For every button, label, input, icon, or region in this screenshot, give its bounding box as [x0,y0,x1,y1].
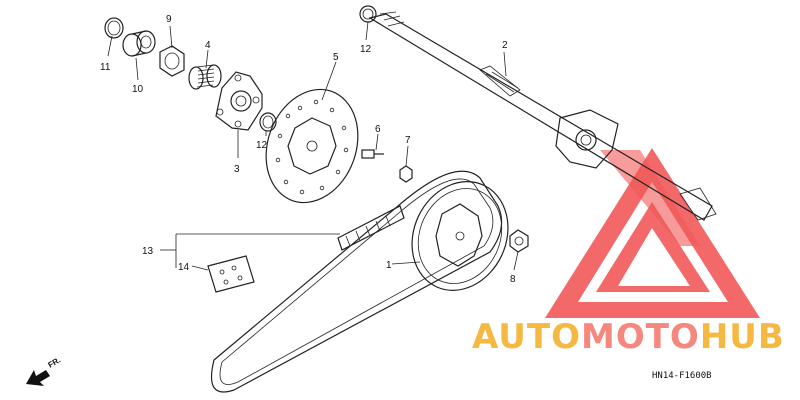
callout-14: 14 [178,262,190,273]
part-12-o-ring-top [359,5,377,23]
callout-8: 8 [510,274,516,285]
leader-lines [107,21,519,271]
callout-12-top: 12 [360,44,372,55]
callout-2: 2 [502,40,508,51]
part-14-chain-joint [207,255,255,293]
callout-5: 5 [333,52,339,63]
part-11-seal-ring [104,17,124,39]
part-6-bolt [361,149,384,159]
callout-13: 13 [142,246,154,257]
part-2-axle [368,11,717,221]
callout-7: 7 [405,135,411,146]
part-8-flange-nut [509,229,529,253]
callout-9: 9 [166,14,172,25]
watermark-hub: HUB [700,317,785,357]
front-marker: FR. [47,355,63,369]
watermark-brand: AUTOMOTOHUB [472,317,785,357]
callout-1: 1 [386,260,392,271]
callout-4: 4 [205,40,211,51]
callout-11: 11 [100,62,111,73]
callout-12-left: 12 [256,140,268,151]
part-13-drive-chain [210,170,503,393]
part-7-nut [399,165,413,183]
part-4-bearing [188,64,222,90]
part-5-brake-disc [265,88,359,204]
watermark-moto: MOTO [581,317,700,357]
watermark-logo [545,148,760,318]
part-9-lock-nut [159,45,185,77]
part-12-o-ring-left [259,112,277,132]
part-3-hub [215,71,263,131]
callout-6: 6 [375,124,381,135]
part-1-sprocket [411,181,509,291]
front-arrow-icon: FR. [26,355,62,386]
watermark-auto: AUTO [472,317,581,357]
part-10-collar [122,30,156,57]
callout-3: 3 [234,164,240,175]
callout-10: 10 [132,84,144,95]
diagram-code: HN14-F1600B [652,371,712,381]
